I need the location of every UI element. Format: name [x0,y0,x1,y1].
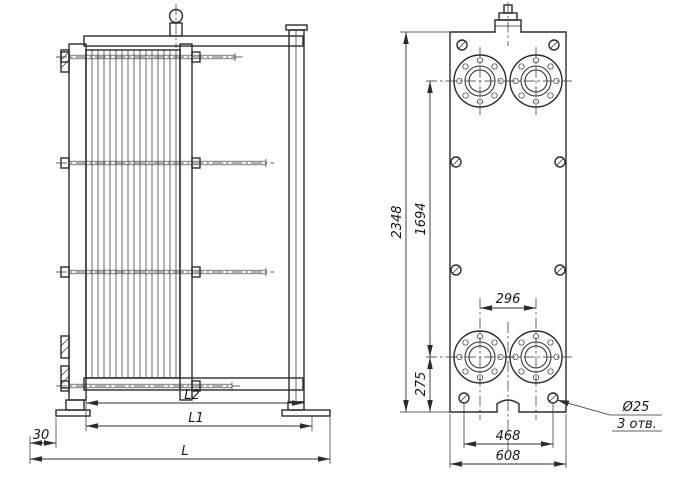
tie-bolt-end [450,156,462,168]
foot-hole [458,392,470,404]
tie-bolt-end [554,156,566,168]
front-view: 2348 1694 275 296 468 608 Ø25 3 отв. [390,2,662,468]
dim-label-1694: 1694 [414,202,429,235]
hole-diameter-label: Ø25 [622,400,650,415]
tie-rod [56,51,243,63]
movable-plate [179,43,193,401]
tie-rods [56,51,274,392]
port-flanges [453,54,563,384]
dim-label-l1: L1 [188,411,204,426]
tie-rod [56,380,240,392]
side-view: L2 L1 30 L [29,4,331,464]
dim-label-30: 30 [33,428,50,443]
tie-rod [56,157,274,169]
lifting-eyebolt [168,4,184,48]
centerlines [426,2,572,452]
tie-bolt-end [450,264,462,276]
dim-label-608: 608 [496,449,521,464]
extension-lines [29,393,331,464]
plate-pack [85,49,181,379]
tie-bolt-end [554,264,566,276]
side-dimensions: L2 L1 30 L [29,388,331,464]
dim-label-l: L [181,444,188,459]
hole-callout: Ø25 3 отв. [556,399,662,432]
foot-hole [547,392,559,404]
plate-pack-lines [91,50,177,378]
tie-bolt-end [548,39,560,51]
plate-outline [449,19,567,413]
carrying-bar [83,35,304,47]
dim-label-296: 296 [496,292,521,307]
support-column [285,24,308,403]
tie-bolt-end [456,39,468,51]
dim-label-l2: L2 [184,388,200,403]
dim-label-275: 275 [414,372,429,397]
port-stubs [60,49,70,389]
fixed-plate [68,43,87,401]
dim-label-2348: 2348 [390,205,405,238]
tie-rod [56,266,274,278]
extension-lines [400,31,567,468]
hole-count-label: 3 отв. [617,417,657,432]
dim-label-468: 468 [496,429,521,444]
front-dimensions: 2348 1694 275 296 468 608 Ø25 3 отв. [390,31,662,468]
